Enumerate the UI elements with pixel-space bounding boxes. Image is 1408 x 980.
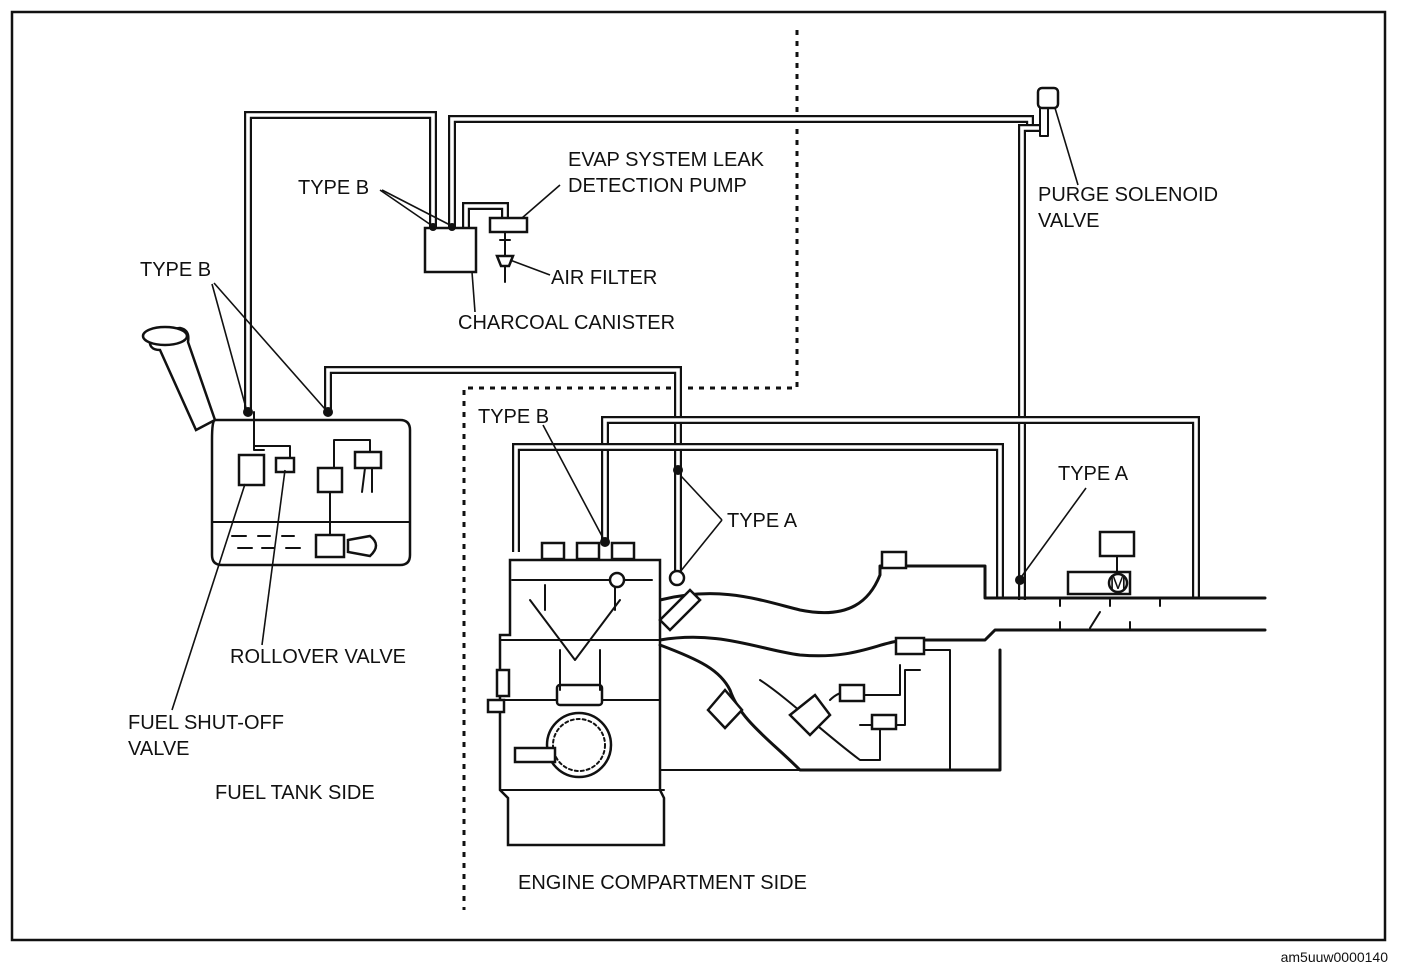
label-rollover-valve: ROLLOVER VALVE [230,646,406,668]
fuel-shut-off-valve [237,453,266,487]
motor-unit: M [1066,530,1136,596]
purge-solenoid-valve [1036,86,1060,137]
label-fuel-tank-side: FUEL TANK SIDE [215,782,375,804]
label-evap-pump-2: DETECTION PUMP [568,175,747,197]
leader-lines [171,107,1087,711]
label-fuel-shutoff-1: FUEL SHUT-OFF [128,712,284,734]
label-purge-valve-1: PURGE SOLENOID [1038,184,1218,206]
intake-duct [658,550,1267,658]
diagram-labels: EVAP SYSTEM LEAK DETECTION PUMP TYPE B T… [128,149,1218,894]
rollover-valve [274,456,296,474]
label-type-b-left: TYPE B [140,259,211,281]
label-evap-pump-1: EVAP SYSTEM LEAK [568,149,765,171]
diagram-frame [10,10,1387,942]
label-charcoal-canister: CHARCOAL CANISTER [458,312,675,334]
label-purge-valve-2: VALVE [1038,210,1100,232]
label-type-a-right: TYPE A [1058,463,1129,485]
engine [486,541,702,847]
charcoal-canister [423,226,478,274]
air-filter [495,254,515,283]
side-divider-dotted [462,30,799,910]
vacuum-hoses [658,611,1101,772]
label-type-b-top: TYPE B [298,177,369,199]
motor-symbol: M [1110,572,1127,594]
label-type-b-engine: TYPE B [478,406,549,428]
label-air-filter: AIR FILTER [551,267,657,289]
evap-leak-detection-pump [488,216,529,257]
fuel-tank [141,325,412,567]
vapor-pipes [244,111,1200,600]
label-fuel-shutoff-2: VALVE [128,738,190,760]
fuel-pump-unit [314,533,346,559]
label-type-a-engine: TYPE A [727,510,798,532]
reference-code: am5uuw0000140 [1281,949,1389,965]
label-engine-compartment-side: ENGINE COMPARTMENT SIDE [518,872,807,894]
